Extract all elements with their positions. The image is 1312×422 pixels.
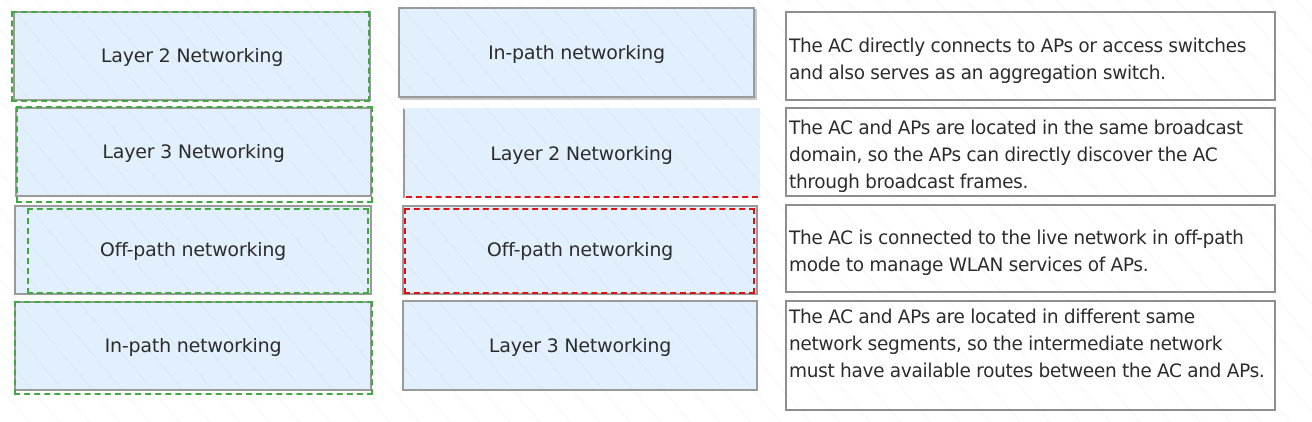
answer-slot-in-path[interactable]: In-path networking: [398, 7, 755, 98]
answer-slot-underline: [406, 196, 758, 198]
description-3: The AC is connected to the live network …: [785, 204, 1276, 293]
description-1: The AC directly connects to APs or acces…: [785, 11, 1276, 101]
answer-item-label: In-path networking: [488, 41, 665, 64]
answer-slot-off-path[interactable]: Off-path networking: [402, 205, 758, 295]
source-item-in-path[interactable]: In-path networking: [14, 301, 372, 391]
answer-slot-layer2[interactable]: Layer 2 Networking: [403, 108, 760, 198]
description-text: The AC is connected to the live network …: [789, 228, 1244, 276]
description-text: The AC and APs are located in the same b…: [789, 118, 1243, 193]
description-text: The AC directly connects to APs or acces…: [789, 36, 1247, 84]
source-item-label: Layer 2 Networking: [100, 45, 284, 67]
answer-item-label: Layer 3 Networking: [488, 334, 672, 357]
source-item-label: Layer 3 Networking: [102, 141, 285, 163]
source-item-off-path[interactable]: Off-path networking: [14, 205, 372, 295]
source-item-label: Off-path networking: [99, 239, 287, 261]
description-text: The AC and APs are located in different …: [789, 307, 1265, 382]
answer-item-label: Layer 2 Networking: [490, 143, 673, 165]
description-4: The AC and APs are located in different …: [785, 300, 1276, 411]
source-item-layer2[interactable]: Layer 2 Networking: [13, 11, 371, 101]
answer-item-label: Off-path networking: [486, 239, 674, 261]
description-2: The AC and APs are located in the same b…: [785, 107, 1276, 197]
source-item-layer3[interactable]: Layer 3 Networking: [15, 107, 372, 197]
answer-slot-layer3[interactable]: Layer 3 Networking: [402, 300, 758, 391]
source-item-label: In-path networking: [104, 335, 282, 357]
